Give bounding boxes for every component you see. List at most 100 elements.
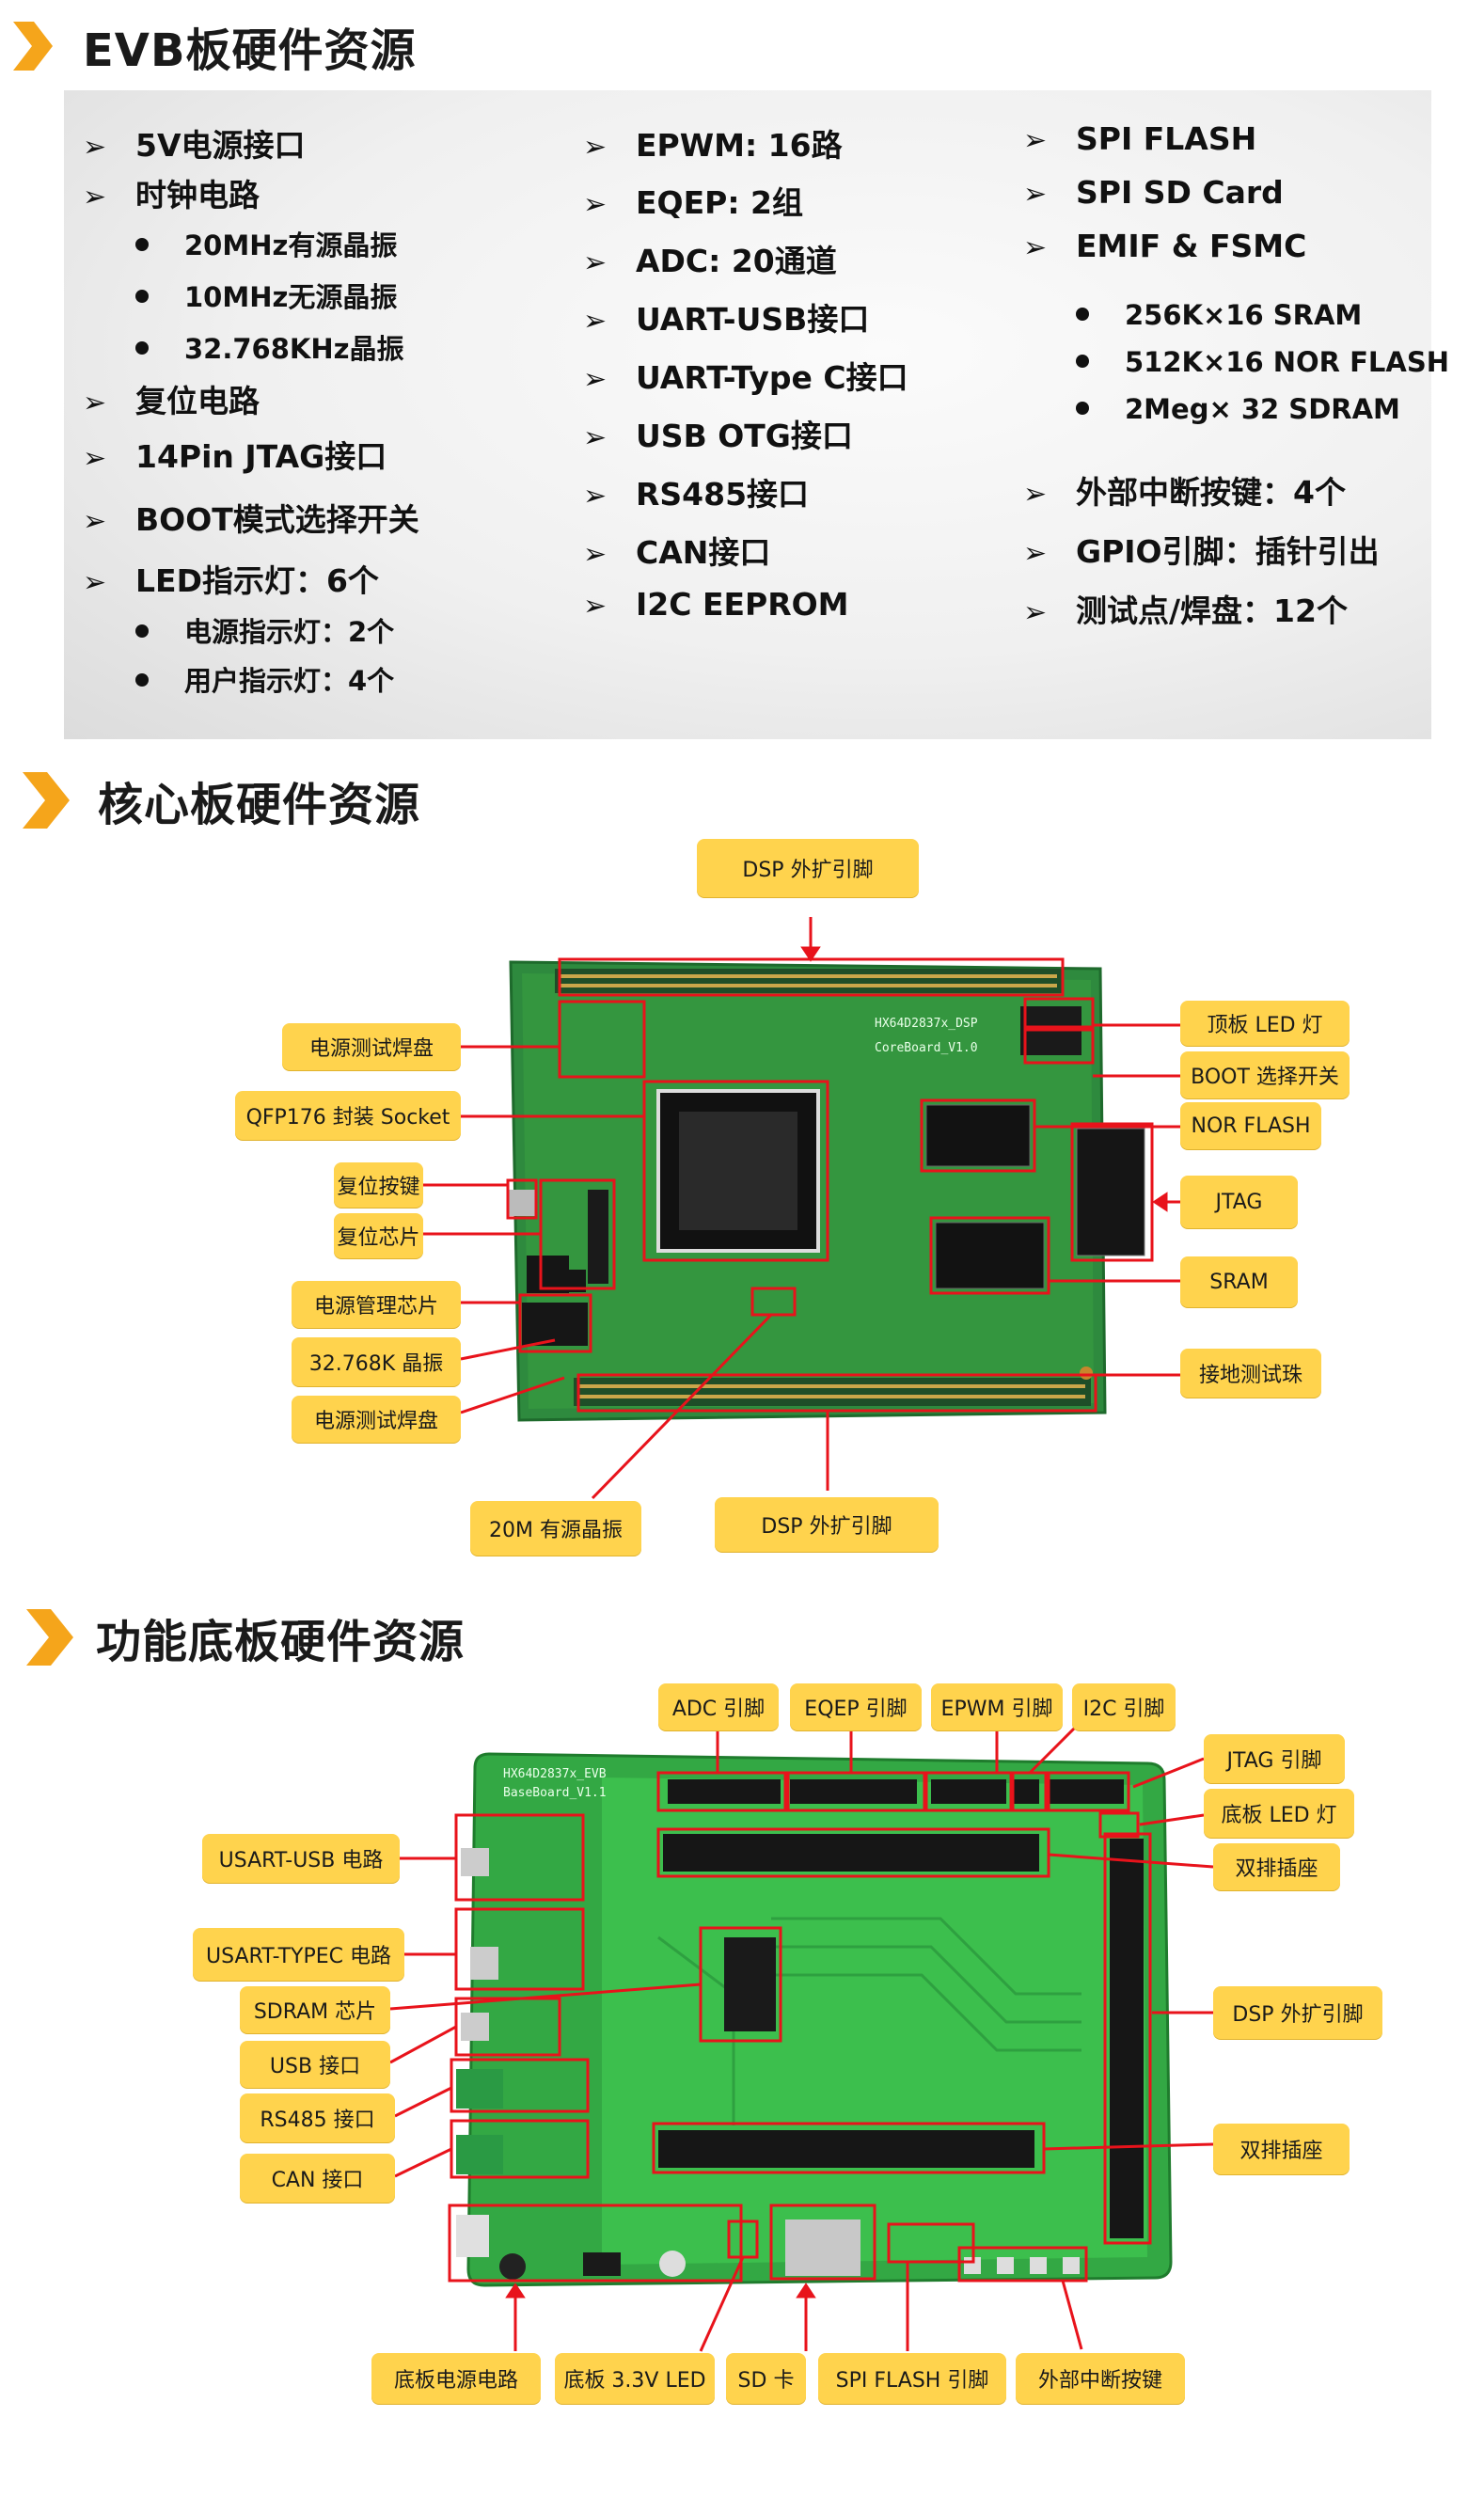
dot-bullet-icon [135,341,149,355]
list-item: ➢GPIO引脚：插针引出 [1023,533,1380,570]
label-dsp-bottom: DSP 外扩引脚 [715,1497,939,1552]
label-reset-button: 复位按键 [334,1162,423,1208]
chevron-right-icon [26,1609,73,1666]
label-adc-pins: ADC 引脚 [658,1683,779,1730]
label-dsp-top: DSP 外扩引脚 [697,839,919,897]
arrow-bullet-icon: ➢ [583,480,608,513]
label-ground-pin: 接地测试珠 [1180,1349,1321,1398]
list-item: ➢ADC: 20通道 [583,243,837,279]
label-qfp-socket: QFP176 封装 Socket [235,1091,461,1140]
arrow-bullet-icon: ➢ [583,131,608,164]
dot-bullet-icon [135,238,149,251]
list-subitem: 用户指示灯：4个 [135,659,394,699]
arrow-bullet-icon: ➢ [83,566,107,599]
label-usart-usb: USART-USB 电路 [202,1834,400,1883]
label-sdram-chip: SDRAM 芯片 [240,1986,390,2033]
arrow-bullet-icon: ➢ [583,421,608,454]
arrow-bullet-icon: ➢ [1023,537,1048,570]
list-item: ➢RS485接口 [583,476,810,513]
list-item: ➢14Pin JTAG接口 [83,438,387,475]
list-item: ➢5V电源接口 [83,127,306,164]
label-base-led: 底板 LED 灯 [1204,1789,1354,1838]
list-item: ➢外部中断按键：4个 [1023,474,1346,511]
arrow-bullet-icon: ➢ [1023,124,1048,157]
label-epwm-pins: EPWM 引脚 [931,1683,1063,1730]
label-osc-20m: 20M 有源晶振 [470,1501,641,1556]
list-item: ➢CAN接口 [583,534,771,571]
base-board-diagram: HX64D2837x_EVB BaseBoard_V1.1 [389,1714,1214,2352]
label-reset-chip: 复位芯片 [334,1213,423,1258]
chevron-right-icon [13,22,53,71]
label-sram: SRAM [1180,1256,1298,1307]
arrow-bullet-icon: ➢ [83,181,107,213]
section-heading: 核心板硬件资源 [98,779,421,831]
label-rs485-port: RS485 接口 [240,2093,395,2142]
label-usart-typec: USART-TYPEC 电路 [193,1928,404,1981]
label-boot-switch: BOOT 选择开关 [1180,1051,1350,1098]
list-item: ➢EMIF & FSMC [1023,228,1307,264]
label-i2c-pins: I2C 引脚 [1072,1683,1176,1730]
chevron-right-icon [23,772,70,829]
dot-bullet-icon [1076,308,1089,321]
label-ext-int-buttons: 外部中断按键 [1016,2353,1185,2404]
arrow-bullet-icon: ➢ [583,538,608,571]
dot-bullet-icon [135,290,149,303]
label-power-pad-2: 电源测试焊盘 [292,1396,461,1443]
list-item: ➢UART-Type C接口 [583,359,908,396]
evb-resource-box: ➢5V电源接口 ➢时钟电路 20MHz有源晶振 10MHz无源晶振 32.768… [64,90,1449,739]
list-item: ➢LED指示灯：6个 [83,562,379,599]
label-power-pad: 电源测试焊盘 [282,1023,461,1070]
label-spi-flash-pins: SPI FLASH 引脚 [818,2353,1006,2404]
list-item: ➢I2C EEPROM [583,586,849,623]
list-subitem: 2Meg× 32 SDRAM [1076,393,1400,425]
label-jtag-pins: JTAG 引脚 [1204,1734,1345,1783]
list-item: ➢USB OTG接口 [583,418,853,454]
section-title-evb: EVB板硬件资源 [9,13,417,79]
label-dual-header-1: 双排插座 [1213,1843,1340,1890]
list-item: ➢SPI FLASH [1023,120,1257,157]
core-board-silk-text: CoreBoard_V1.0 [875,1041,978,1055]
label-usb-port: USB 接口 [240,2041,390,2088]
label-nor-flash: NOR FLASH [1180,1102,1321,1149]
dot-bullet-icon [1076,402,1089,415]
arrow-bullet-icon: ➢ [583,590,608,623]
dot-bullet-icon [135,624,149,638]
arrow-bullet-icon: ➢ [1023,478,1048,511]
label-can-port: CAN 接口 [240,2154,395,2203]
label-base-power: 底板电源电路 [371,2353,541,2404]
dot-bullet-icon [135,673,149,687]
list-item: ➢SPI SD Card [1023,174,1284,211]
arrow-bullet-icon: ➢ [583,363,608,396]
section-title-core: 核心板硬件资源 [19,767,420,833]
list-item: ➢时钟电路 [83,177,260,213]
list-subitem: 10MHz无源晶振 [135,276,397,315]
core-board-diagram: HX64D2837x_DSP CoreBoard_V1.0 [423,917,1185,1500]
list-item: ➢EQEP: 2组 [583,184,803,221]
arrow-bullet-icon: ➢ [83,442,107,475]
arrow-bullet-icon: ➢ [83,505,107,538]
label-base-3v3-led: 底板 3.3V LED [555,2353,715,2404]
dot-bullet-icon [1076,355,1089,368]
list-subitem: 20MHz有源晶振 [135,224,397,263]
arrow-bullet-icon: ➢ [1023,178,1048,211]
section-title-base: 功能底板硬件资源 [23,1604,465,1670]
list-subitem: 512K×16 NOR FLASH [1076,346,1449,378]
base-board-silk-text: BaseBoard_V1.1 [503,1786,607,1800]
label-power-management: 电源管理芯片 [292,1281,461,1328]
arrow-bullet-icon: ➢ [1023,596,1048,629]
label-crystal-32k: 32.768K 晶振 [292,1337,461,1386]
list-item: ➢UART-USB接口 [583,301,870,338]
list-item: ➢EPWM: 16路 [583,127,843,164]
label-top-led: 顶板 LED 灯 [1180,1001,1350,1046]
page-title: EVB板硬件资源 [83,24,417,77]
list-item: ➢BOOT模式选择开关 [83,501,419,538]
arrow-bullet-icon: ➢ [583,188,608,221]
label-eqep-pins: EQEP 引脚 [790,1683,922,1730]
label-sd-card: SD 卡 [726,2353,806,2404]
base-board-silk-text: HX64D2837x_EVB [503,1767,607,1781]
arrow-bullet-icon: ➢ [583,305,608,338]
list-subitem: 32.768KHz晶振 [135,327,404,367]
arrow-bullet-icon: ➢ [83,387,107,419]
arrow-bullet-icon: ➢ [583,246,608,279]
list-subitem: 电源指示灯：2个 [135,610,394,650]
